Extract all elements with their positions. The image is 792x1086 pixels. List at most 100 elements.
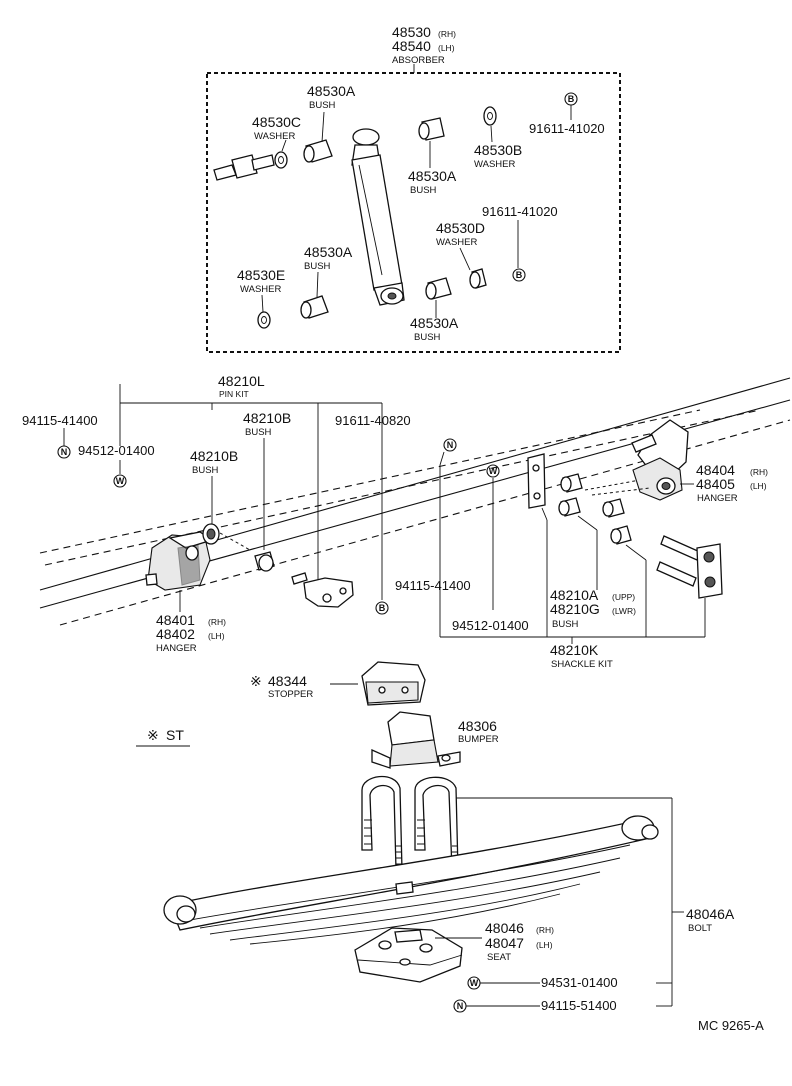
st-note: ※ ST — [136, 727, 190, 747]
pin-kit-num: 48210L — [218, 373, 265, 389]
shackle-bush-upper-icon — [560, 473, 583, 493]
stopper-group: ※ 48344 STOPPER — [250, 661, 426, 706]
bush-top-right-name: BUSH — [410, 185, 437, 196]
washer-b-icon — [483, 106, 497, 126]
shackle-bush-upp-num: 48210A — [550, 587, 599, 603]
rear-hanger-side-rh: (RH) — [750, 467, 768, 477]
washer-c-name: WASHER — [254, 131, 295, 142]
bush-bottom-right-num: 48530A — [410, 315, 459, 331]
shackle-bush-right2-icon — [610, 525, 632, 545]
bottom-nut-num: 94115-51400 — [541, 998, 617, 1013]
absorber-num-lh: 48540 — [392, 38, 431, 54]
pin-kit-bolt: 94115-41400 — [22, 413, 98, 428]
shock-absorber — [351, 128, 405, 306]
stopper-mark: ※ — [250, 673, 262, 689]
mount-stud — [213, 154, 275, 181]
bush-top-left-num: 48530A — [307, 83, 356, 99]
washer-e-name: WASHER — [240, 284, 281, 295]
w-symbol-bottom: W — [470, 978, 479, 988]
b-symbol-mid-icon — [512, 268, 526, 282]
stopper-icon — [361, 661, 426, 706]
washer-b-name: WASHER — [474, 159, 515, 170]
shackle-plate-icon — [527, 453, 546, 509]
n-symbol-shackle-icon — [443, 438, 457, 452]
absorber-name: ABSORBER — [392, 55, 445, 66]
absorber-group: 48530 (RH) 48540 (LH) ABSORBER 48530C WA… — [206, 24, 621, 353]
shackle-kit-name: SHACKLE KIT — [551, 659, 613, 670]
pin-kit-name: PIN KIT — [219, 389, 249, 399]
bottom-washer-num: 94531-01400 — [541, 975, 618, 990]
shackle-bush-lwr-side: (LWR) — [612, 606, 636, 616]
shackle-bush-upp-side: (UPP) — [612, 592, 635, 602]
b-symbol-top: B — [568, 94, 575, 104]
w-symbol-icon — [113, 474, 127, 488]
b-symbol-pin: B — [379, 603, 386, 613]
n-symbol-left: N — [61, 447, 68, 457]
bush-bottom-right-name: BUSH — [414, 332, 441, 343]
washer-c-icon — [274, 151, 288, 169]
bumper-num: 48306 — [458, 718, 497, 734]
washer-e-num: 48530E — [237, 267, 285, 283]
seat-num-rh: 48046 — [485, 920, 524, 936]
washer-c-num: 48530C — [252, 114, 301, 130]
absorber-num-rh: 48530 — [392, 24, 431, 40]
bush-top-right-num: 48530A — [408, 168, 457, 184]
front-hanger-side-lh: (LH) — [208, 631, 225, 641]
w-symbol-shackle-icon — [486, 464, 500, 478]
shackle-washer: 94512-01400 — [452, 618, 529, 633]
front-hanger-name: HANGER — [156, 643, 197, 654]
shackle-bush-right-icon — [602, 498, 625, 518]
absorber-side-lh: (LH) — [438, 43, 455, 53]
bolt-u-num: 48046A — [686, 906, 735, 922]
bumper-icon — [371, 711, 461, 769]
shackle-kit-num: 48210K — [550, 642, 599, 658]
bush-top-left-name: BUSH — [309, 100, 336, 111]
drawing-code: MC 9265-A — [698, 1018, 764, 1033]
absorber-frame — [206, 72, 621, 353]
bolt-mid-num: 91611-41020 — [482, 204, 558, 219]
shackle-kit-group: N W 94115-41400 94512-01400 — [395, 438, 723, 670]
bush-bottom-left-icon — [300, 295, 329, 319]
front-hanger-side-rh: (RH) — [208, 617, 226, 627]
washer-d-num: 48530D — [436, 220, 485, 236]
shackle-bush-lower-icon — [558, 497, 581, 517]
front-hanger-icon — [145, 523, 251, 591]
pin-kit-bush2-name: BUSH — [245, 427, 272, 438]
b-symbol-mid: B — [516, 270, 523, 280]
bumper-group: 48306 BUMPER — [371, 711, 499, 769]
bush-top-left-icon — [303, 139, 333, 163]
leaf-spring-icon — [163, 815, 659, 945]
front-hanger-num-lh: 48402 — [156, 626, 195, 642]
b-symbol-pin-icon — [375, 601, 389, 615]
seat-num-lh: 48047 — [485, 935, 524, 951]
pin-plate-icon — [291, 572, 354, 608]
bumper-name: BUMPER — [458, 734, 499, 745]
w-symbol-shackle: W — [489, 466, 498, 476]
shackle-studs-icon — [656, 535, 723, 599]
n-symbol-bottom: N — [457, 1001, 464, 1011]
st-note-mark: ※ — [147, 727, 159, 743]
seat-name: SEAT — [487, 952, 511, 963]
pin-kit-bush2-icon — [254, 551, 275, 572]
stopper-name: STOPPER — [268, 689, 313, 700]
u-bolts-icon — [361, 775, 459, 871]
bush-bottom-right-icon — [425, 277, 452, 300]
shackle-bush-name: BUSH — [552, 619, 579, 630]
n-symbol-icon — [57, 445, 71, 459]
seat-icon — [354, 927, 463, 983]
seat-side-lh: (LH) — [536, 940, 553, 950]
pin-kit-pin: 91611-40820 — [335, 413, 411, 428]
pin-kit-bush1-name: BUSH — [192, 465, 219, 476]
pin-kit-group: 48210L PIN KIT 94115-41400 N 94512-01400… — [22, 373, 411, 615]
seat-labels: 48046 (RH) 48047 (LH) SEAT — [435, 920, 554, 963]
stopper-num: 48344 — [268, 673, 307, 689]
rear-hanger-num-lh: 48405 — [696, 476, 735, 492]
bolt-top-num: 91611-41020 — [529, 121, 605, 136]
front-hanger-num-rh: 48401 — [156, 612, 195, 628]
seat-side-rh: (RH) — [536, 925, 554, 935]
w-symbol-left: W — [116, 476, 125, 486]
st-note-text: ST — [166, 727, 184, 743]
pin-kit-bush2-num: 48210B — [243, 410, 291, 426]
n-symbol-shackle: N — [447, 440, 454, 450]
